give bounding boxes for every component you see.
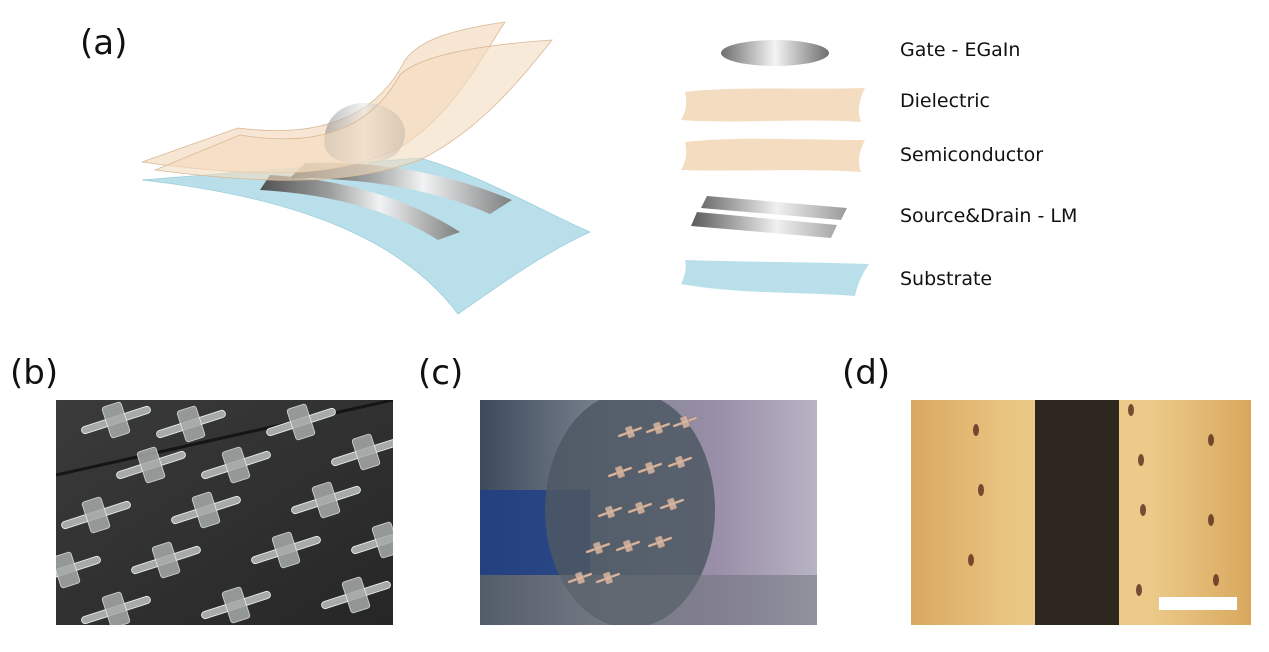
gate-egain-icon	[721, 40, 829, 66]
device-mark	[595, 571, 621, 585]
schematic-source-strip	[260, 175, 460, 240]
device-mark	[201, 586, 271, 624]
device-mark	[131, 541, 201, 579]
schematic-dielectric-sheet	[153, 39, 553, 181]
channel-gap	[1035, 400, 1119, 625]
device-mark	[607, 465, 633, 479]
panel-label-c: (c)	[418, 353, 464, 393]
micrograph-speck	[978, 484, 984, 496]
device-mark	[351, 521, 393, 559]
photo-c-flexible-array	[480, 400, 817, 625]
scale-bar	[1159, 597, 1237, 610]
device-mark	[56, 551, 101, 589]
device-mark	[672, 415, 698, 429]
device-mark	[81, 591, 151, 625]
legend-label-semiconductor: Semiconductor	[900, 144, 1044, 166]
legend-icons	[681, 40, 869, 296]
device-mark	[171, 491, 241, 529]
micrograph-speck	[1213, 574, 1219, 586]
device-schematic	[141, 21, 591, 315]
device-mark	[156, 405, 226, 443]
device-mark	[331, 433, 393, 471]
device-mark	[567, 571, 593, 585]
micrograph-speck	[1136, 584, 1142, 596]
dielectric-layer-icon	[681, 88, 865, 122]
device-mark	[667, 455, 693, 469]
device-mark	[645, 421, 671, 435]
photo-d-channel-micrograph	[911, 400, 1251, 625]
micrograph-speck	[973, 424, 979, 436]
micrograph-speck	[1138, 454, 1144, 466]
device-mark	[585, 541, 611, 555]
device-mark	[637, 461, 663, 475]
photo-b-devices	[56, 401, 393, 625]
micrograph-speck	[1128, 404, 1134, 416]
device-mark	[617, 425, 643, 439]
device-mark	[659, 497, 685, 511]
micrograph-speck	[1208, 514, 1214, 526]
legend-label-source-drain: Source&Drain - LM	[900, 205, 1078, 227]
device-mark	[81, 401, 151, 439]
device-mark	[61, 496, 131, 534]
panel-label-a: (a)	[80, 23, 128, 63]
legend-label-substrate: Substrate	[900, 268, 993, 290]
micrograph-speck	[1140, 504, 1146, 516]
device-mark	[266, 403, 336, 441]
photo-c-devices	[567, 415, 698, 585]
source-drain-icon	[691, 196, 847, 238]
micrograph-speck	[1208, 434, 1214, 446]
photo-b-transistor-array	[56, 400, 393, 625]
substrate-layer-icon	[681, 260, 869, 296]
device-mark	[597, 505, 623, 519]
device-mark	[116, 446, 186, 484]
device-mark	[201, 446, 271, 484]
device-mark	[251, 531, 321, 569]
device-mark	[627, 501, 653, 515]
panel-label-b: (b)	[10, 353, 59, 393]
device-mark	[321, 576, 391, 614]
legend-label-dielectric: Dielectric	[900, 90, 990, 112]
legend-label-gate: Gate - EGaIn	[900, 39, 1021, 61]
device-mark	[615, 539, 641, 553]
panel-label-d: (d)	[842, 353, 891, 393]
semiconductor-layer-icon	[681, 138, 865, 172]
micrograph-speck	[968, 554, 974, 566]
device-mark	[647, 535, 673, 549]
device-mark	[291, 481, 361, 519]
